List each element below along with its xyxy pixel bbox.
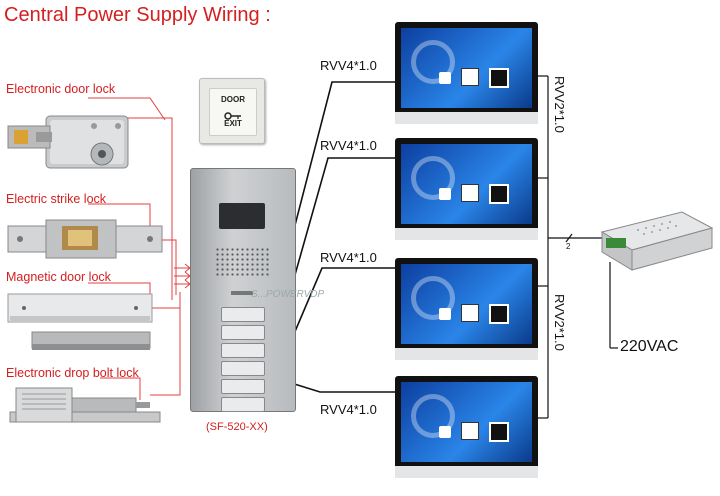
photo-app-icon (461, 184, 479, 202)
gear-icon (411, 40, 455, 84)
call-button-2 (221, 325, 265, 340)
intercom-door-panel: S...POWERVDP (190, 168, 324, 412)
cable-label-2: RVV4*1.0 (320, 138, 377, 153)
settings-app-icon (439, 188, 451, 200)
cable-monitor-3 (281, 267, 395, 363)
electronic-door-lock-image (7, 115, 129, 169)
electronic-drop-bolt-lock-image (9, 387, 161, 423)
cable-label-4: RVV4*1.0 (320, 402, 377, 417)
power-supply-unit (600, 211, 714, 271)
lock-label-door: Electronic door lock (6, 82, 116, 96)
watermark: S...POWERVDP (251, 289, 325, 300)
speaker-grille (215, 247, 271, 277)
cable-label-3: RVV4*1.0 (320, 250, 377, 265)
monitor-button-strip (395, 112, 538, 124)
gear-icon (411, 156, 455, 200)
panel-model-label: (SF-520-XX) (206, 421, 268, 433)
cable-label-1: RVV4*1.0 (320, 58, 377, 73)
call-button-6 (221, 397, 265, 412)
monitor-button-strip (395, 348, 538, 360)
indoor-monitor-1 (395, 22, 538, 124)
power-input-label: 220VAC (620, 338, 679, 355)
monitor-button-strip (395, 228, 538, 240)
video-app-icon (489, 422, 509, 442)
camera-window (219, 203, 265, 229)
call-button-5 (221, 379, 265, 394)
monitor-screen (401, 144, 532, 224)
call-button-group (221, 307, 265, 412)
junction-mark: 2 (566, 242, 571, 251)
monitor-screen (401, 264, 532, 344)
exit-button-line2: EXIT (224, 119, 242, 128)
magnetic-door-lock-image (7, 293, 153, 350)
power-cable-label-bottom: RVV2*1.0 (552, 294, 567, 351)
gear-icon (411, 394, 455, 438)
door-lock-leader (88, 97, 166, 121)
settings-app-icon (439, 426, 451, 438)
indoor-monitor-4 (395, 376, 538, 478)
settings-app-icon (439, 72, 451, 84)
door-exit-button: DOOR EXIT (199, 78, 265, 144)
lock-label-magnetic: Magnetic door lock (6, 270, 111, 284)
settings-app-icon (439, 308, 451, 320)
call-button-4 (221, 361, 265, 376)
drop-bolt-leader (100, 377, 141, 400)
exit-button-line1: DOOR (221, 95, 245, 104)
video-app-icon (489, 68, 509, 88)
indoor-monitor-3 (395, 258, 538, 360)
gear-icon (411, 276, 455, 320)
electric-strike-lock-image (7, 219, 163, 259)
panel-led (231, 291, 253, 295)
monitor-button-strip (395, 466, 538, 478)
call-button-1 (221, 307, 265, 322)
call-button-3 (221, 343, 265, 358)
photo-app-icon (461, 422, 479, 440)
diagram-title: Central Power Supply Wiring : (4, 4, 271, 26)
key-icon (224, 107, 242, 120)
video-app-icon (489, 184, 509, 204)
monitor-screen (401, 382, 532, 462)
photo-app-icon (461, 68, 479, 86)
video-app-icon (489, 304, 509, 324)
lock-label-drop-bolt: Electronic drop bolt lock (6, 366, 139, 380)
photo-app-icon (461, 304, 479, 322)
strike-lock-leader (88, 203, 151, 228)
indoor-monitor-2 (395, 138, 538, 240)
monitor-screen (401, 28, 532, 108)
power-cable-label-top: RVV2*1.0 (552, 76, 567, 133)
cable-monitor-4 (287, 381, 395, 393)
lock-label-strike: Electric strike lock (6, 192, 107, 206)
